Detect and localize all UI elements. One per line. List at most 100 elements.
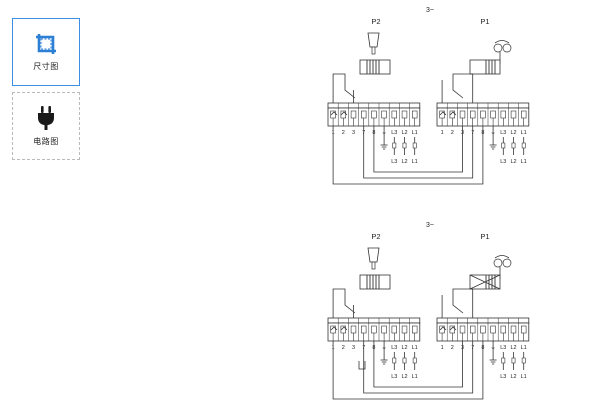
left-terminal-screw — [411, 110, 418, 119]
left-terminal-screw — [360, 325, 367, 334]
left-terminal-label: L3 — [391, 345, 397, 351]
right-fuse — [501, 142, 506, 149]
right-terminal-screw — [469, 110, 476, 119]
left-supply-label: L1 — [412, 159, 418, 165]
right-supply-label: L1 — [521, 159, 527, 165]
right-terminal-label: 2 — [451, 345, 454, 351]
left-terminal-label: L1 — [412, 345, 418, 351]
tab-circuit-diagram[interactable]: 电路图 — [12, 92, 80, 160]
left-fuse — [392, 357, 397, 364]
right-terminal-screw — [469, 325, 476, 334]
interconnect-middle — [363, 341, 474, 394]
left-supply-label: L3 — [391, 374, 397, 380]
right-supply-label: L2 — [510, 374, 516, 380]
left-fuse — [412, 142, 417, 149]
dimension-frame-icon — [36, 34, 56, 54]
interconnect-outer — [332, 126, 484, 185]
p1-label: P1 — [480, 17, 489, 26]
right-supply-label: L2 — [510, 159, 516, 165]
right-terminal-screw — [500, 110, 506, 119]
p1-rotor-left — [493, 43, 503, 53]
interconnect-inner — [373, 341, 463, 388]
p2-stem — [371, 46, 376, 55]
right-terminal-screw — [520, 110, 527, 119]
left-terminal-screw — [381, 325, 387, 334]
left-terminal-screw — [371, 110, 377, 119]
left-terminal-cap — [327, 102, 421, 109]
left-terminal-label: 2 — [342, 130, 345, 136]
interconnect-middle — [363, 126, 474, 179]
wiring-diagram-2: 12378⏚L3L2L112378⏚L3L2L13~P2P1L3L2L1L3L2… — [327, 222, 530, 400]
right-supply-label: L3 — [500, 159, 506, 165]
right-terminal-screw — [510, 110, 517, 119]
power-plug-icon — [38, 106, 54, 130]
left-terminal-cap — [327, 317, 421, 324]
left-terminal-label: 3 — [352, 130, 355, 136]
right-terminal-label: L3 — [500, 130, 506, 136]
left-terminal-screw — [401, 110, 408, 119]
left-terminal-screw — [391, 110, 397, 119]
tab-dimension-drawing[interactable]: 尺寸图 — [12, 18, 80, 86]
right-terminal-label: 2 — [451, 130, 454, 136]
right-fuse — [511, 357, 516, 364]
left-terminal-label: L2 — [401, 345, 407, 351]
left-bridge-mark — [330, 326, 338, 331]
left-fuse — [412, 357, 417, 364]
left-terminal-screw — [411, 325, 418, 334]
p1-label: P1 — [480, 232, 489, 241]
left-terminal-screw — [360, 110, 367, 119]
right-terminal-screw — [490, 325, 496, 334]
tab-circuit-diagram-label: 电路图 — [33, 137, 59, 146]
left-supply-label: L2 — [401, 159, 407, 165]
p1-motor-box — [469, 59, 501, 75]
right-bridge-mark — [449, 111, 457, 116]
left-terminal-label: L2 — [401, 130, 407, 136]
left-switch-contact — [358, 361, 366, 370]
p2-horn-symbol — [367, 32, 380, 48]
left-supply-label: L1 — [412, 374, 418, 380]
left-terminal-screw — [350, 110, 357, 119]
wiring-diagram-1: 12378⏚L3L2L112378⏚L3L2L13~P2P1L3L2L1L3L2… — [327, 7, 530, 185]
right-control-wire — [452, 73, 474, 103]
left-bridge-mark — [340, 111, 348, 116]
right-terminal-screw — [459, 110, 466, 119]
right-terminal-screw — [510, 325, 517, 334]
p1-rotor-right — [502, 258, 512, 268]
left-control-wire — [332, 288, 356, 318]
p1-rotor-left — [493, 258, 503, 268]
interconnect-outer — [332, 341, 484, 400]
left-terminal-screw — [401, 325, 408, 334]
right-terminal-label: 1 — [441, 345, 444, 351]
p2-label: P2 — [371, 232, 380, 241]
right-terminal-label: L2 — [510, 345, 516, 351]
left-supply-label: L3 — [391, 159, 397, 165]
p2-motor-box — [359, 274, 391, 290]
left-terminal-label: L1 — [412, 130, 418, 136]
left-terminal-screw — [350, 325, 357, 334]
right-terminal-screw — [480, 110, 486, 119]
left-control-wire — [332, 73, 356, 103]
p2-stem — [371, 261, 376, 270]
right-fuse — [501, 357, 506, 364]
p1-rotor-right — [502, 43, 512, 53]
right-terminal-cap — [436, 317, 530, 324]
right-bridge-mark — [449, 326, 457, 331]
p1-cross-b — [469, 274, 501, 290]
p1-rotation-arrow — [494, 40, 510, 44]
right-terminal-screw — [490, 110, 496, 119]
right-supply-label: L3 — [500, 374, 506, 380]
right-terminal-cap — [436, 102, 530, 109]
left-terminal-label: 3 — [352, 345, 355, 351]
left-bridge-mark — [330, 111, 338, 116]
left-terminal-label: 2 — [342, 345, 345, 351]
interconnect-inner — [373, 126, 463, 173]
right-bridge-mark — [439, 326, 447, 331]
left-terminal-screw — [371, 325, 377, 334]
left-fuse — [392, 142, 397, 149]
right-terminal-label: L2 — [510, 130, 516, 136]
left-terminal-label: L3 — [391, 130, 397, 136]
right-terminal-label: L1 — [521, 130, 527, 136]
right-control-wire — [452, 288, 474, 318]
right-terminal-screw — [520, 325, 527, 334]
phase-label: 3~ — [426, 7, 434, 14]
